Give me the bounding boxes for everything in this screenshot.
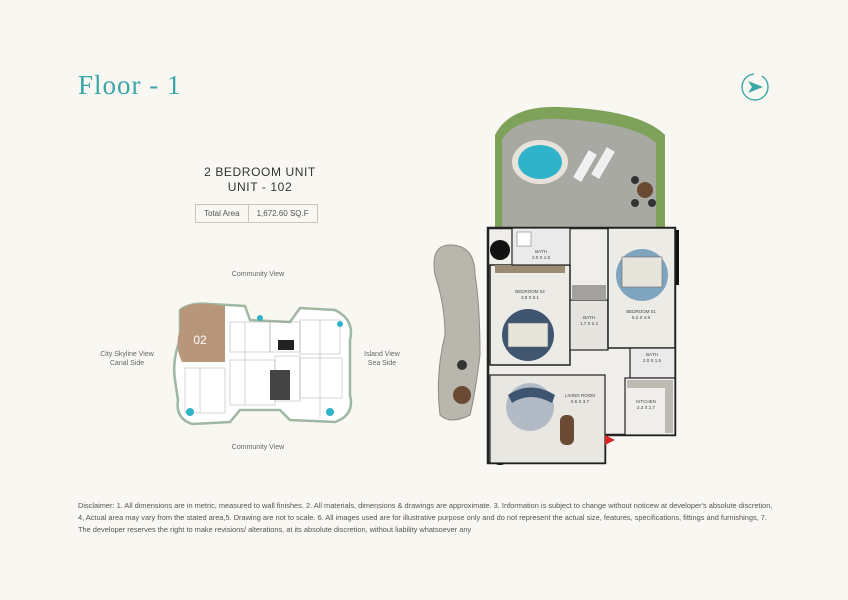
living-room-label: LIVING ROOM bbox=[565, 393, 595, 398]
bath-1-dim: 2.0 X 1.5 bbox=[532, 255, 551, 260]
bedroom-01-bed bbox=[621, 256, 663, 288]
keyplan-pool-1 bbox=[186, 408, 194, 416]
bath-2-label: BATH bbox=[583, 315, 595, 320]
bedroom-02-dim: 3.8 X 5.1 bbox=[521, 295, 540, 300]
total-area-box: Total Area 1,672.60 SQ.F bbox=[195, 204, 318, 223]
sun-lounger-2 bbox=[590, 146, 616, 180]
keyplan-pool-3 bbox=[337, 321, 343, 327]
unit-type-heading: 2 BEDROOM UNIT bbox=[204, 165, 316, 179]
bedroom-02-label: BEDROOM 02 bbox=[515, 289, 545, 294]
left-balcony bbox=[433, 244, 481, 421]
entry-arrow-icon bbox=[605, 435, 615, 445]
bath-2 bbox=[569, 299, 609, 351]
kitchen-counter-side bbox=[665, 388, 673, 433]
keyplan-left-view-line1: City Skyline View bbox=[100, 351, 154, 358]
keyplan-unit-number: 02 bbox=[193, 333, 207, 347]
column-top bbox=[490, 240, 510, 260]
keyplan-top-view: Community View bbox=[231, 271, 285, 278]
kitchen-counter bbox=[627, 380, 673, 388]
dining-table bbox=[560, 415, 574, 445]
unit-number-heading: UNIT - 102 bbox=[227, 180, 293, 194]
bedroom-01-label: BEDROOM 01 bbox=[626, 309, 656, 314]
wardrobe-1 bbox=[495, 265, 565, 273]
balcony-table bbox=[453, 386, 471, 404]
right-wall-panel bbox=[673, 230, 679, 285]
keyplan-left-view: City Skyline View Canal Side bbox=[82, 350, 172, 368]
unit-heading-block: 2 BEDROOM UNIT UNIT - 102 bbox=[160, 165, 360, 195]
bath-1-shower bbox=[516, 231, 532, 247]
bath-1-label: BATH bbox=[535, 249, 547, 254]
keyplan-pool-4 bbox=[326, 408, 334, 416]
bath-2-dim: 1.7 X 2.4 bbox=[580, 321, 599, 326]
keyplan-right-view: Island View Sea Side bbox=[352, 350, 412, 368]
compass-icon bbox=[741, 73, 769, 101]
keyplan-core bbox=[278, 340, 294, 350]
bedroom-02-bed bbox=[507, 322, 549, 348]
kitchen-label: KITCHEN bbox=[636, 399, 656, 404]
living-room-dim: 6.5 X 3.7 bbox=[571, 399, 590, 404]
terrace-chair-2 bbox=[648, 199, 656, 207]
keyplan-highlight-unit bbox=[177, 303, 225, 362]
terrace-chair-1 bbox=[631, 176, 639, 184]
bedroom-01-dim: 5.2 X 4.9 bbox=[632, 315, 651, 320]
bath-3-dim: 2.0 X 1.5 bbox=[643, 358, 662, 363]
terrace-table bbox=[637, 182, 653, 198]
keyplan-left-view-line2: Canal Side bbox=[109, 360, 145, 367]
key-plan: 02 bbox=[172, 302, 353, 426]
keyplan-pool-2 bbox=[257, 315, 263, 321]
terrace-chair-3 bbox=[631, 199, 639, 207]
living-sofa bbox=[508, 387, 555, 403]
bath-3-label: BATH bbox=[646, 352, 658, 357]
floor-title: Floor - 1 bbox=[78, 70, 182, 100]
bath-2-vanity bbox=[572, 285, 606, 300]
keyplan-right-view-line1: Island View bbox=[364, 351, 400, 358]
total-area-value: 1,672.60 SQ.F bbox=[247, 205, 317, 222]
kitchen-dim: 2.3 X 2.7 bbox=[637, 405, 656, 410]
keyplan-stairs bbox=[270, 370, 290, 400]
balcony-chair bbox=[457, 360, 467, 370]
keyplan-bottom-view: Community View bbox=[231, 444, 285, 451]
total-area-label: Total Area bbox=[204, 209, 240, 218]
pool bbox=[518, 145, 562, 179]
floor-plan: BATH 2.0 X 1.5 BEDROOM 02 3.8 X 5.1 BATH… bbox=[433, 106, 679, 465]
disclaimer-text: Disclaimer: 1. All dimensions are in met… bbox=[78, 501, 773, 534]
keyplan-right-view-line2: Sea Side bbox=[367, 360, 397, 367]
sun-lounger-1 bbox=[572, 149, 598, 183]
